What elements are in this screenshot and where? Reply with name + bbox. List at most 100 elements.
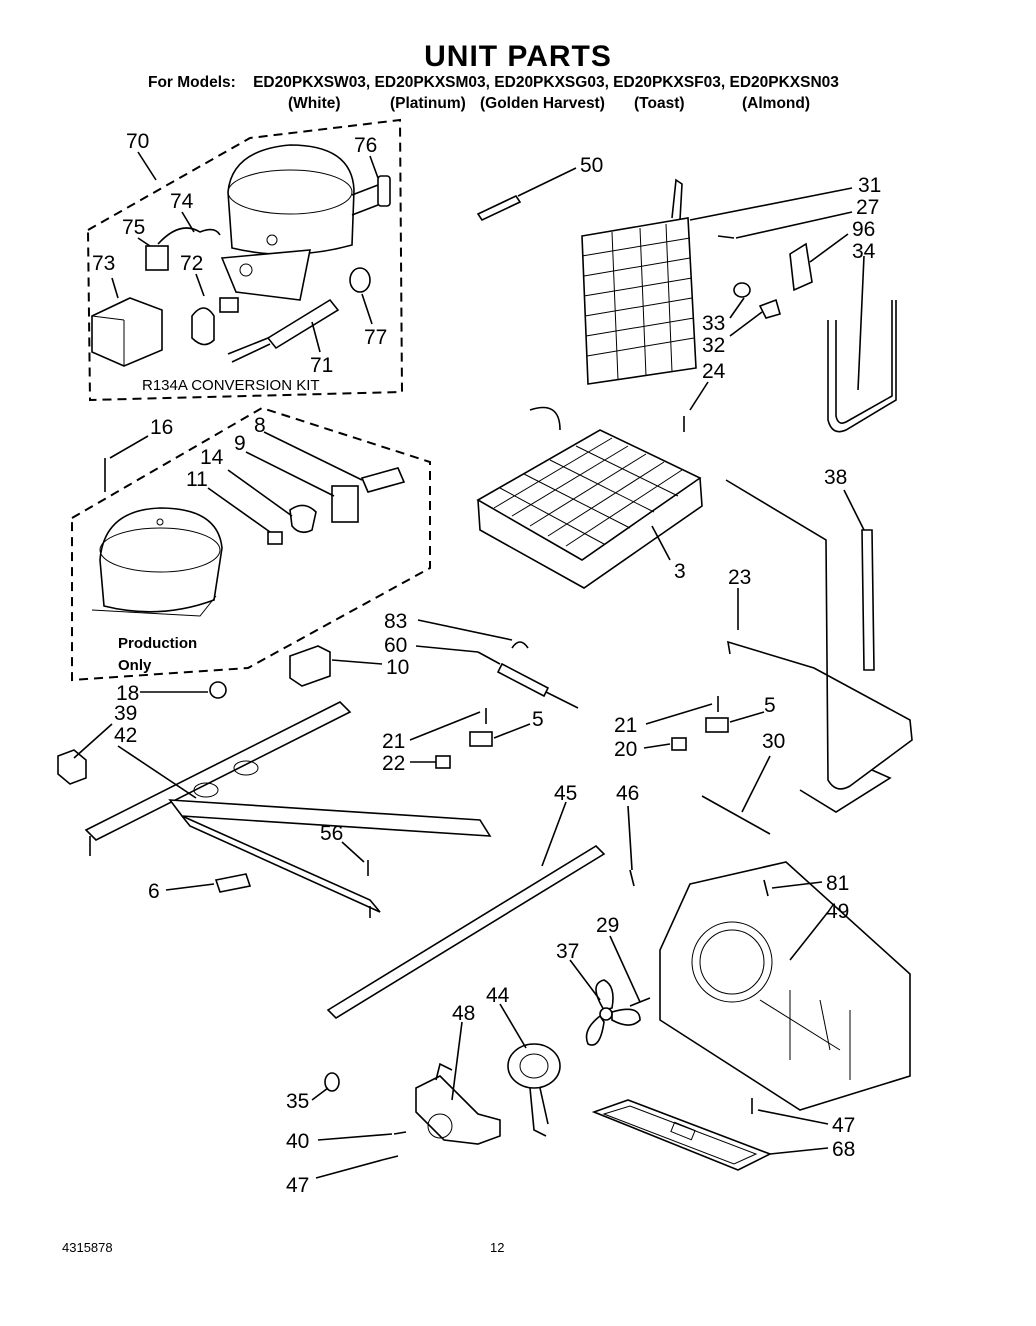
callout-8: 8 xyxy=(254,414,266,437)
relay-10-part xyxy=(289,645,331,687)
kit-grommet-part xyxy=(349,267,371,293)
callout-11: 11 xyxy=(186,468,208,491)
clip-32-part xyxy=(758,298,781,319)
callout-35: 35 xyxy=(286,1090,309,1113)
callout-37: 37 xyxy=(556,940,579,963)
bracket-8-part xyxy=(360,467,406,493)
callout-42: 42 xyxy=(114,724,137,747)
drier-60-part xyxy=(477,641,579,709)
color-golden-harvest: (Golden Harvest) xyxy=(480,95,605,112)
models-values: ED20PKXSW03, ED20PKXSM03, ED20PKXSG03, E… xyxy=(253,74,839,91)
callout-48: 48 xyxy=(452,1002,475,1025)
callout-14: 14 xyxy=(200,446,224,469)
document-number: 4315878 xyxy=(62,1240,113,1255)
screw-27-part xyxy=(717,235,735,239)
callout-numbers: 70 76 74 75 73 72 71 77 50 31 27 96 34 3… xyxy=(92,130,881,1197)
fan-blade-37-part xyxy=(585,979,641,1046)
tube-23-part xyxy=(725,479,913,790)
callout-31: 31 xyxy=(858,174,881,197)
callout-5a: 5 xyxy=(532,708,544,731)
callout-73: 73 xyxy=(92,252,115,275)
callout-83: 83 xyxy=(384,610,407,633)
production-compressor-part xyxy=(91,507,223,617)
callout-76: 76 xyxy=(354,134,377,157)
screw-81-part xyxy=(763,879,769,897)
callout-33: 33 xyxy=(702,312,725,335)
clip-6-part xyxy=(214,873,252,893)
callout-46: 46 xyxy=(616,782,639,805)
callout-10: 10 xyxy=(386,656,409,679)
clip-14-part xyxy=(289,504,317,534)
kit-cap-part xyxy=(377,175,391,207)
callout-60: 60 xyxy=(384,634,407,657)
page-number: 12 xyxy=(490,1240,505,1255)
callout-21b: 21 xyxy=(614,714,637,737)
motor-bracket-48-part xyxy=(415,1062,501,1145)
callout-40: 40 xyxy=(286,1130,309,1153)
wire-30-part xyxy=(701,795,771,835)
grommet-33-part xyxy=(733,282,751,298)
clip-39-part xyxy=(57,749,87,785)
spacer-22-part xyxy=(435,755,451,769)
callout-29: 29 xyxy=(596,914,619,937)
callout-3: 3 xyxy=(674,560,686,583)
screw-47a-part xyxy=(381,1155,399,1161)
relay-9-part xyxy=(331,485,359,523)
clip-5a-part xyxy=(469,731,493,747)
kit-clip2-part xyxy=(219,297,239,313)
drain-pan-68-part xyxy=(591,1099,772,1171)
page-title: UNIT PARTS xyxy=(424,40,612,73)
bracket-96-part xyxy=(789,242,813,292)
kit-compressor-part xyxy=(220,144,379,301)
color-toast: (Toast) xyxy=(634,95,685,112)
callout-81: 81 xyxy=(826,872,849,895)
callout-21a: 21 xyxy=(382,730,405,753)
callout-49: 49 xyxy=(826,900,849,923)
callout-72: 72 xyxy=(180,252,203,275)
kit-clip-part xyxy=(191,307,215,346)
screw-46-part xyxy=(629,869,635,887)
callout-22: 22 xyxy=(382,752,405,775)
spacer-20-part xyxy=(671,737,687,751)
models-prefix: For Models: xyxy=(148,74,236,91)
color-platinum: (Platinum) xyxy=(390,95,466,112)
callout-45: 45 xyxy=(554,782,577,805)
frame-42-part xyxy=(84,701,492,918)
strip-38-part xyxy=(861,529,875,671)
color-white: (White) xyxy=(288,95,341,112)
callout-24: 24 xyxy=(702,360,726,383)
callout-47b: 47 xyxy=(832,1114,855,1137)
grommet-18-part xyxy=(209,681,227,699)
fan-bracket-49-part xyxy=(659,861,911,1111)
production-line1: Production xyxy=(118,635,197,652)
production-only-box xyxy=(71,406,431,682)
tube-34-part xyxy=(827,300,897,433)
callout-30: 30 xyxy=(762,730,785,753)
callout-39: 39 xyxy=(114,702,137,725)
callout-23: 23 xyxy=(728,566,751,589)
callout-18: 18 xyxy=(116,682,139,705)
callout-6: 6 xyxy=(148,880,160,903)
callout-9: 9 xyxy=(234,432,246,455)
callout-50: 50 xyxy=(580,154,603,177)
callout-27: 27 xyxy=(856,196,879,219)
callout-74: 74 xyxy=(170,190,194,213)
callout-16: 16 xyxy=(150,416,173,439)
production-line2: Only xyxy=(118,657,152,674)
screw-40-part xyxy=(393,1131,407,1135)
callout-75: 75 xyxy=(122,216,145,239)
callout-47a: 47 xyxy=(286,1174,309,1197)
callout-20: 20 xyxy=(614,738,637,761)
clip-5b-part xyxy=(705,717,729,733)
callout-68: 68 xyxy=(832,1138,855,1161)
kit-drier-part xyxy=(227,298,340,363)
motor-44-part xyxy=(507,1043,561,1137)
model-list: For Models: ED20PKXSW03, ED20PKXSM03, ED… xyxy=(148,74,839,92)
kit-cover-part xyxy=(91,297,163,367)
callout-44: 44 xyxy=(486,984,510,1007)
callout-38: 38 xyxy=(824,466,847,489)
kit-relay-part xyxy=(145,245,169,271)
callout-71: 71 xyxy=(310,354,333,377)
leader-lines xyxy=(73,151,865,1179)
